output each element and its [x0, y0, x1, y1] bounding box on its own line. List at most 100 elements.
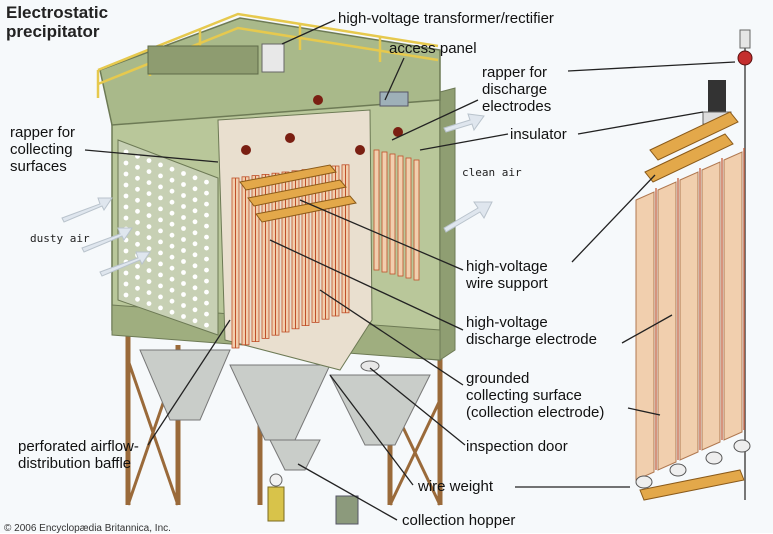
baffle-hole	[158, 272, 163, 278]
baffle-hole	[204, 179, 209, 185]
baffle-hole	[181, 171, 186, 176]
copyright-credit: © 2006 Encyclopædia Britannica, Inc.	[4, 523, 171, 534]
baffle-hole	[192, 197, 198, 203]
baffle-hole	[192, 318, 198, 324]
housing-side-plates	[373, 149, 420, 281]
inspection-door-shape	[360, 360, 380, 372]
baffle-hole	[204, 267, 209, 273]
baffle-hole	[146, 213, 152, 219]
label-access-panel: access panel	[389, 40, 477, 57]
baffle-hole	[181, 259, 186, 264]
baffle-hole	[158, 239, 163, 245]
baffle-hole	[169, 309, 175, 315]
baffle-hole	[123, 270, 129, 276]
label-clean-air: clean air	[462, 166, 522, 179]
baffle-hole	[158, 261, 163, 267]
baffle-hole	[146, 202, 152, 208]
baffle-hole	[204, 278, 209, 284]
transformer-block	[147, 45, 259, 75]
label-discharge-electrode: high-voltage discharge electrode	[466, 314, 597, 348]
label-baffle: perforated airflow- distribution baffle	[18, 438, 139, 472]
exploded-plate	[723, 151, 743, 441]
baffle-hole	[192, 274, 198, 280]
side-plate	[397, 155, 404, 277]
label-rapper-discharge: rapper for discharge electrodes	[482, 64, 552, 115]
baffle-hole	[123, 171, 129, 177]
baffle-hole	[181, 281, 186, 286]
label-insulator: insulator	[510, 126, 567, 143]
baffle-hole	[204, 190, 209, 196]
baffle-hole	[158, 305, 163, 311]
baffle-hole	[181, 248, 186, 253]
housing-side	[439, 87, 456, 361]
baffle-hole	[204, 201, 209, 207]
baffle-hole	[204, 311, 209, 317]
baffle-hole	[204, 234, 209, 240]
baffle-hole	[181, 237, 186, 242]
baffle-hole	[135, 219, 140, 225]
insulator-stack	[708, 80, 726, 112]
baffle-hole	[169, 166, 175, 172]
baffle-hole	[135, 164, 140, 170]
baffle-hole	[158, 162, 163, 168]
baffle-hole	[192, 241, 198, 247]
side-plate	[373, 149, 380, 271]
diagram-title: Electrostatic precipitator	[6, 3, 109, 41]
baffle-hole	[192, 263, 198, 269]
exploded-electrode-view	[639, 29, 753, 501]
baffle-hole	[181, 292, 186, 297]
airflow-arrows	[61, 113, 493, 277]
baffle-hole	[181, 314, 186, 319]
baffle-hole	[204, 289, 209, 295]
baffle-hole	[158, 217, 163, 223]
baffle-hole	[135, 186, 140, 192]
baffle-hole	[169, 221, 175, 227]
baffle-hole	[169, 188, 175, 194]
side-plate	[381, 151, 388, 273]
baffle-hole	[204, 245, 209, 251]
baffle-hole	[192, 186, 198, 192]
baffle-hole	[123, 248, 129, 254]
baffle-hole	[135, 197, 140, 203]
baffle-hole	[146, 224, 152, 230]
baffle-hole	[181, 270, 186, 275]
baffle-hole	[123, 182, 129, 188]
baffle-hole	[123, 160, 129, 166]
baffle-hole	[169, 243, 175, 249]
baffle-hole	[169, 254, 175, 260]
baffle-hole	[146, 169, 152, 175]
roof-railing	[96, 12, 439, 98]
baffle-hole	[181, 193, 186, 198]
baffle-hole	[192, 219, 198, 225]
exploded-plate	[657, 181, 677, 471]
label-transformer: high-voltage transformer/rectifier	[338, 10, 554, 27]
baffle-hole	[192, 208, 198, 214]
baffle-hole	[192, 307, 198, 313]
baffle-hole	[192, 230, 198, 236]
exploded-plates	[635, 148, 745, 481]
collection-hoppers	[139, 349, 431, 471]
baffle-holes	[123, 149, 209, 328]
baffle-hole	[181, 303, 186, 308]
baffle-hole	[146, 257, 152, 262]
baffle-hole	[146, 246, 152, 252]
baffle-hole	[146, 268, 152, 273]
baffle-hole	[204, 223, 209, 229]
baffle-hole	[146, 191, 152, 197]
baffle-hole	[123, 292, 129, 298]
wire-weights	[635, 439, 751, 489]
label-inspection-door: inspection door	[466, 438, 568, 455]
baffle-hole	[123, 215, 129, 221]
side-plate	[405, 157, 412, 279]
collecting-plates	[231, 164, 350, 349]
wire-support-bars	[239, 164, 357, 223]
baffle-hole	[123, 204, 129, 210]
baffle-hole	[181, 182, 186, 187]
baffle-hole	[158, 173, 163, 179]
label-rapper-collecting: rapper for collecting surfaces	[10, 124, 76, 175]
baffle-hole	[204, 322, 209, 328]
side-plate	[413, 159, 420, 281]
label-wire-weight: wire weight	[418, 478, 494, 495]
